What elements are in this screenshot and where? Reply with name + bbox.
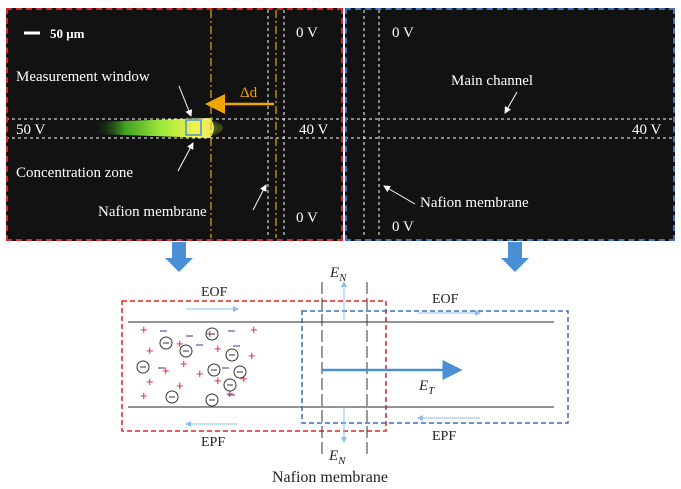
left-nafion-label: Nafion membrane (98, 204, 207, 220)
charged-particle (136, 360, 150, 374)
left-outlet-voltage: 40 V (299, 122, 328, 138)
micrograph-right-panel (345, 8, 675, 241)
eof-left-label: EOF (201, 285, 228, 300)
left-panel-border (6, 8, 343, 241)
charged-particle (159, 336, 173, 350)
scale-bar-label: 50 μm (50, 26, 85, 41)
measurement-window-pointer (178, 85, 193, 117)
et-label: ET (418, 378, 435, 397)
cation: + (140, 322, 148, 337)
en-top-label: EN (329, 265, 347, 284)
cation: + (240, 371, 248, 386)
charged-particle (223, 378, 237, 392)
concentration-glow (95, 118, 214, 138)
eof-right-label: EOF (432, 292, 459, 307)
measurement-window-box (185, 119, 202, 136)
right-region-box (301, 310, 569, 424)
en-bottom-label: EN (328, 448, 346, 467)
concentration-zone-label: Concentration zone (16, 165, 133, 181)
cation: + (146, 343, 154, 358)
cation: + (226, 386, 234, 401)
right-panel-border (345, 8, 675, 241)
left-region-box (121, 300, 387, 432)
cation: + (146, 374, 154, 389)
main-channel-pointer (504, 91, 518, 114)
charged-particle (179, 344, 193, 358)
main-channel-label: Main channel (451, 73, 533, 89)
epf-left-label: EPF (201, 435, 225, 450)
right-bottom-voltage: 0 V (392, 219, 414, 235)
left-inlet-voltage: 50 V (16, 122, 45, 138)
right-nafion-pointer (383, 185, 416, 205)
cation: + (180, 356, 188, 371)
cation: + (196, 366, 204, 381)
cation: + (248, 348, 256, 363)
charged-particle (225, 348, 239, 362)
cation: + (176, 336, 184, 351)
cation: + (250, 322, 258, 337)
down-arrow-right-icon (501, 242, 529, 272)
charged-particle (205, 327, 219, 341)
charged-particle (207, 363, 221, 377)
cation: + (214, 373, 222, 388)
down-arrow-left-icon (165, 242, 193, 272)
schematic-caption: Nafion membrane (272, 469, 388, 486)
ion-cluster: + + + + + + + + + + + + + + + + (136, 322, 258, 407)
left-bottom-voltage: 0 V (296, 210, 318, 226)
delta-d-label: Δd (240, 85, 258, 101)
right-top-voltage: 0 V (392, 25, 414, 41)
cation: + (214, 341, 222, 356)
left-nafion-pointer (252, 184, 267, 211)
charged-particle (165, 390, 179, 404)
charged-particle (205, 393, 219, 407)
epf-right-label: EPF (432, 429, 456, 444)
right-outlet-voltage: 40 V (632, 122, 661, 138)
right-nafion-label: Nafion membrane (420, 195, 529, 211)
cation: + (140, 388, 148, 403)
cation: + (162, 363, 170, 378)
cation: + (176, 378, 184, 393)
charged-particle (233, 365, 247, 379)
measurement-window-label: Measurement window (16, 69, 150, 85)
concentration-zone-pointer (177, 142, 194, 172)
left-top-voltage: 0 V (296, 25, 318, 41)
